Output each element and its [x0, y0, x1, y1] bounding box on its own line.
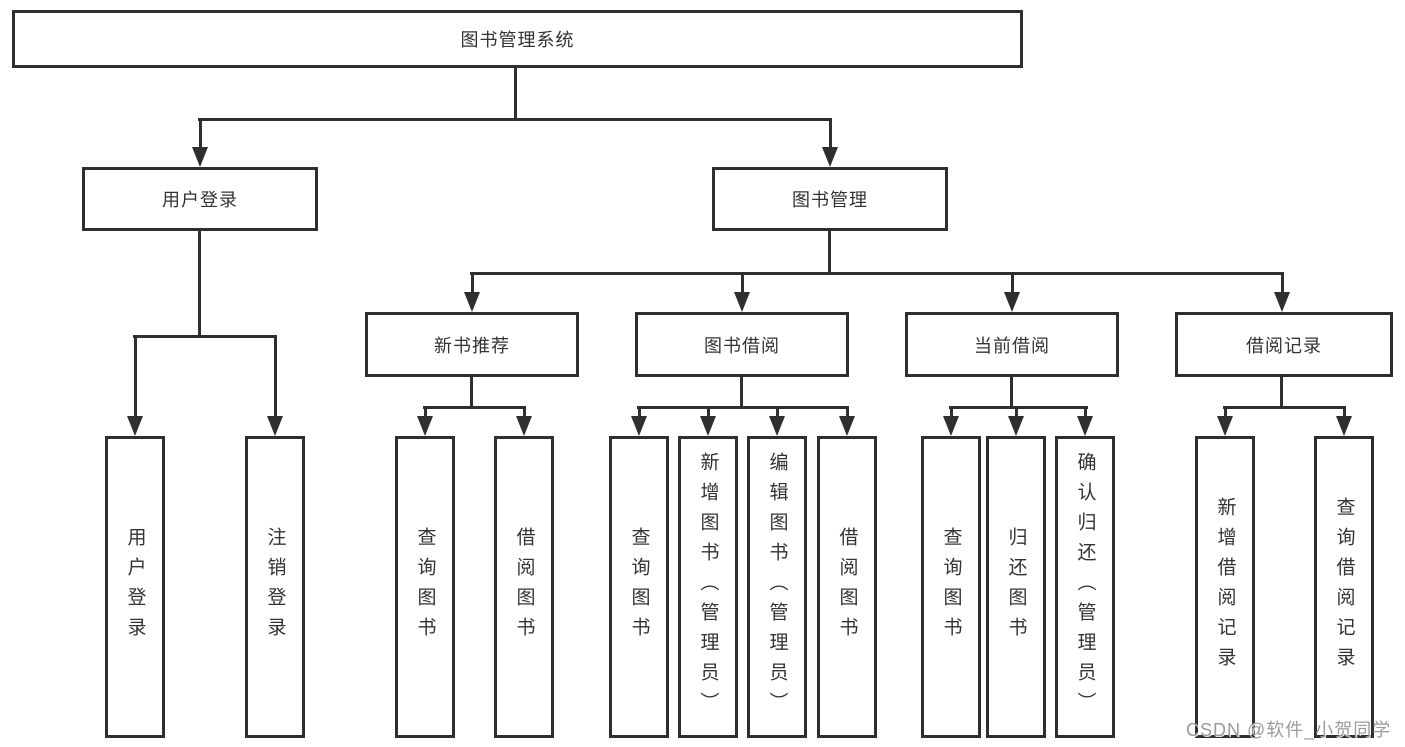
connector-line: [470, 377, 473, 409]
connector-line: [198, 231, 201, 338]
node-label: 图书管理系统: [460, 30, 575, 50]
connector-line: [949, 406, 1088, 409]
node-library-management-system: 图书管理系统: [12, 10, 1023, 68]
leaf-query-borrow-record: 查询借阅记录: [1314, 436, 1374, 738]
node-label: 图书管理: [792, 190, 868, 210]
arrow-down-icon: [769, 409, 785, 436]
node-label: 用户登录: [162, 190, 238, 210]
arrow-down-icon: [1274, 275, 1290, 312]
connector-line: [1280, 377, 1283, 409]
arrow-down-icon: [127, 338, 143, 436]
connector-line: [470, 272, 1284, 275]
connector-line: [198, 118, 832, 121]
node-label: 图书借阅: [704, 335, 780, 356]
connector-line: [514, 66, 517, 121]
leaf-label: 注销登录: [264, 527, 286, 647]
leaf-query-books-current: 查询图书: [921, 436, 981, 738]
leaf-label: 借阅图书: [836, 527, 858, 647]
leaf-borrow-books-recommend: 借阅图书: [494, 436, 554, 738]
node-label: 当前借阅: [974, 335, 1050, 356]
node-current-borrow: 当前借阅: [905, 312, 1119, 377]
arrow-down-icon: [1004, 275, 1020, 312]
leaf-label: 新增图书（管理员）: [697, 452, 719, 722]
leaf-add-borrow-record: 新增借阅记录: [1195, 436, 1255, 738]
leaf-label: 查询图书: [414, 527, 436, 647]
leaf-logout: 注销登录: [245, 436, 305, 738]
connector-line: [740, 377, 743, 409]
connector-line: [1223, 406, 1346, 409]
connector-line: [1010, 377, 1013, 409]
watermark: CSDN @软件_小贺同学: [1186, 720, 1392, 740]
arrow-down-icon: [267, 338, 283, 436]
arrow-down-icon: [1008, 409, 1024, 436]
leaf-return-book: 归还图书: [986, 436, 1046, 738]
leaf-label: 查询图书: [940, 527, 962, 647]
arrow-down-icon: [839, 409, 855, 436]
arrow-down-icon: [516, 409, 532, 436]
leaf-query-books-borrow: 查询图书: [609, 436, 669, 738]
leaf-label: 确认归还（管理员）: [1074, 452, 1096, 722]
connector-line: [828, 231, 831, 275]
leaf-borrow-books: 借阅图书: [817, 436, 877, 738]
arrow-down-icon: [943, 409, 959, 436]
leaf-label: 编辑图书（管理员）: [766, 452, 788, 722]
node-book-borrow: 图书借阅: [635, 312, 849, 377]
connector-line: [423, 406, 526, 409]
arrow-down-icon: [192, 121, 208, 167]
node-borrow-records: 借阅记录: [1175, 312, 1393, 377]
leaf-add-book-admin: 新增图书（管理员）: [678, 436, 738, 738]
leaf-label: 用户登录: [124, 527, 146, 647]
leaf-label: 新增借阅记录: [1214, 497, 1236, 677]
leaf-query-books-recommend: 查询图书: [395, 436, 455, 738]
arrow-down-icon: [1217, 409, 1233, 436]
leaf-label: 查询图书: [628, 527, 650, 647]
leaf-label: 查询借阅记录: [1333, 497, 1355, 677]
leaf-label: 归还图书: [1005, 527, 1027, 647]
node-user-login: 用户登录: [82, 167, 318, 231]
connector-line: [637, 406, 849, 409]
connector-line: [133, 335, 277, 338]
arrow-down-icon: [822, 121, 838, 167]
node-book-management: 图书管理: [712, 167, 948, 231]
arrow-down-icon: [1077, 409, 1093, 436]
arrow-down-icon: [734, 275, 750, 312]
arrow-down-icon: [464, 275, 480, 312]
leaf-user-login: 用户登录: [105, 436, 165, 738]
node-label: 新书推荐: [434, 335, 510, 356]
arrow-down-icon: [700, 409, 716, 436]
leaf-confirm-return-admin: 确认归还（管理员）: [1055, 436, 1115, 738]
node-label: 借阅记录: [1246, 335, 1322, 356]
leaf-edit-book-admin: 编辑图书（管理员）: [747, 436, 807, 738]
arrow-down-icon: [631, 409, 647, 436]
node-new-book-recommend: 新书推荐: [365, 312, 579, 377]
arrow-down-icon: [1336, 409, 1352, 436]
arrow-down-icon: [417, 409, 433, 436]
leaf-label: 借阅图书: [513, 527, 535, 647]
